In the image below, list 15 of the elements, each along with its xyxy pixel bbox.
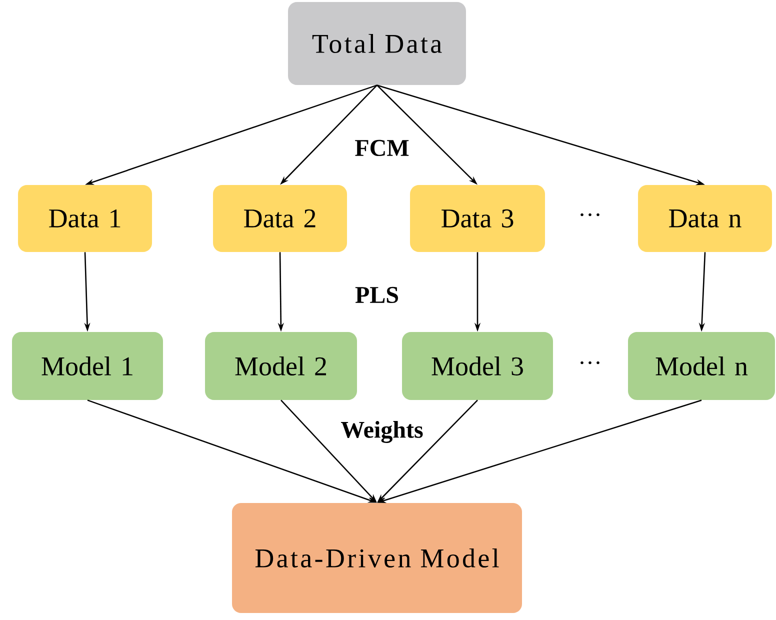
data-box: Data 1 (18, 185, 152, 252)
bold-label: FCM (355, 140, 409, 156)
ellipsis: ··· (580, 361, 600, 364)
bold-label: PLS (355, 286, 398, 304)
data-box: Data n (638, 185, 772, 252)
result-box: Data-Driven Model (232, 503, 522, 613)
bold-label: Weights (341, 421, 423, 443)
ellipsis: ··· (580, 213, 600, 216)
model-box: Model 2 (205, 332, 357, 400)
model-box: Model n (628, 332, 775, 400)
total-data-box: Total Data (288, 2, 466, 85)
model-box: Model 1 (12, 332, 163, 400)
model-box: Model 3 (402, 332, 553, 400)
data-box: Data 2 (213, 185, 347, 252)
data-box: Data 3 (410, 185, 545, 252)
